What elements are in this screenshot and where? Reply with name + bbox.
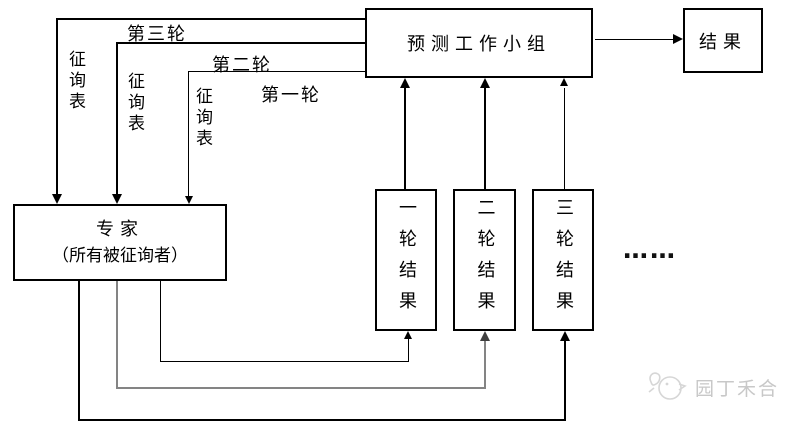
experts-label-group: 专家 （所有被征询者） [52, 216, 188, 270]
work-group-box: 预测工作小组 [365, 8, 593, 78]
arrowhead-down-icon [112, 194, 122, 204]
round3-result-box: 三轮结果 [532, 189, 594, 331]
arrowhead-up-icon [560, 78, 568, 86]
connector-line-exp2-v [116, 281, 118, 389]
arrowhead-up-icon [480, 331, 490, 341]
bird-logo-icon [648, 372, 687, 400]
round1-result-label: 一轮结果 [396, 198, 417, 322]
questionnaire-label-2: 征询表 [124, 72, 144, 135]
arrowhead-up-icon [404, 331, 412, 339]
round2-result-box: 二轮结果 [453, 189, 516, 331]
arrowhead-up-icon [480, 78, 490, 88]
watermark: 园丁禾合 [645, 368, 779, 406]
connector-line-round3-h [57, 18, 365, 20]
watermark-text: 园丁禾合 [695, 377, 780, 400]
work-group-label: 预测工作小组 [407, 34, 551, 55]
connector-line-round3-v [56, 18, 58, 194]
arrowhead-up-icon [400, 78, 410, 88]
experts-subtitle: （所有被征询者） [52, 245, 188, 266]
round2-label: 第二轮 [212, 55, 272, 76]
connector-line-exp1-h [160, 361, 409, 362]
connector-line-round2-h [116, 42, 365, 44]
connector-line-result2-up [484, 88, 486, 189]
connector-line-exp2-h [116, 387, 486, 389]
round2-result-label: 二轮结果 [474, 198, 496, 322]
round3-label: 第三轮 [127, 24, 187, 45]
arrowhead-right-icon [673, 34, 683, 44]
connector-line-exp1-v [160, 281, 161, 362]
connector-line-exp3-v [78, 281, 80, 421]
arrowhead-down-icon [52, 194, 62, 204]
connector-line-exp3-up [564, 341, 566, 420]
connector-line-result3-up [564, 88, 565, 189]
round1-label: 第一轮 [261, 85, 321, 106]
questionnaire-label-1: 征询表 [65, 50, 85, 113]
arrowhead-up-icon [560, 331, 570, 341]
connector-line-exp3-h [78, 419, 566, 421]
experts-box: 专家 （所有被征询者） [13, 204, 227, 281]
arrowhead-down-icon [185, 196, 193, 204]
round1-result-box: 一轮结果 [375, 189, 437, 331]
experts-title: 专家 [96, 218, 144, 240]
final-result-label: 结果 [699, 31, 747, 53]
connector-line-exp1-up [408, 339, 409, 362]
final-result-box: 结果 [683, 8, 763, 73]
connector-line-round1-v [188, 71, 189, 196]
connector-line-to-result [595, 39, 673, 40]
questionnaire-label-3: 征询表 [192, 87, 212, 150]
connector-line-result1-up [404, 88, 406, 189]
round3-result-label: 三轮结果 [553, 198, 574, 322]
connector-line-exp2-up [484, 341, 486, 388]
connector-line-round1-h [188, 71, 365, 72]
connector-line-round2-v [116, 42, 118, 194]
more-rounds-ellipsis: …… [623, 235, 677, 264]
